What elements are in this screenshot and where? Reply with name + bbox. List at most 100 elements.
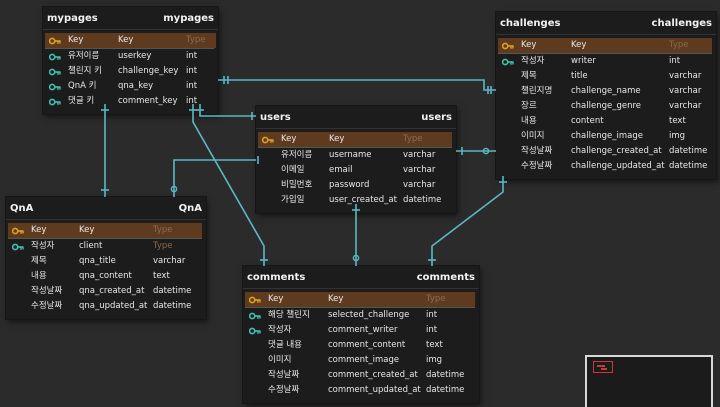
column-field[interactable]: comment_writer: [328, 325, 398, 335]
column-name[interactable]: 이미지: [268, 355, 292, 365]
column-name[interactable]: 유저이름: [68, 51, 100, 61]
column-type[interactable]: datetime: [669, 161, 708, 171]
column-row[interactable]: 수정날짜 comment_updated_at datetime: [245, 383, 475, 398]
column-row[interactable]: 이메일 email varchar: [258, 163, 452, 178]
column-name[interactable]: Key: [28, 223, 76, 238]
column-field[interactable]: content: [571, 116, 604, 126]
column-name[interactable]: 챌린지명: [521, 86, 553, 96]
column-type[interactable]: int: [186, 81, 198, 91]
column-type[interactable]: text: [426, 340, 443, 350]
column-type[interactable]: datetime: [153, 301, 192, 311]
column-type[interactable]: text: [669, 116, 686, 126]
column-field[interactable]: title: [571, 71, 588, 81]
column-row[interactable]: 내용 qna_content text: [8, 269, 202, 284]
column-field[interactable]: comment_created_at: [328, 370, 418, 380]
column-type[interactable]: varchar: [669, 86, 702, 96]
column-type[interactable]: text: [153, 271, 170, 281]
column-field[interactable]: challenge_image: [571, 131, 643, 141]
column-type[interactable]: Type: [666, 38, 712, 53]
column-row[interactable]: 작성날짜 comment_created_at datetime: [245, 368, 475, 383]
column-field[interactable]: qna_content: [79, 271, 132, 281]
column-type[interactable]: img: [426, 355, 443, 365]
column-name[interactable]: QnA 키: [68, 81, 97, 91]
column-field[interactable]: username: [329, 150, 372, 160]
column-type[interactable]: varchar: [403, 165, 436, 175]
column-row[interactable]: 댓글 키 comment_key int: [45, 94, 214, 109]
column-name[interactable]: Key: [265, 292, 325, 307]
column-type[interactable]: datetime: [153, 286, 192, 296]
column-field[interactable]: challenge_updated_at: [571, 161, 665, 171]
column-row[interactable]: QnA 키 qna_key int: [45, 79, 214, 94]
column-name[interactable]: 장르: [521, 101, 537, 111]
column-field[interactable]: challenge_genre: [571, 101, 642, 111]
column-field[interactable]: comment_updated_at: [328, 385, 421, 395]
column-field[interactable]: password: [329, 180, 370, 190]
column-name[interactable]: 작성자: [521, 56, 545, 66]
column-name[interactable]: 이미지: [521, 131, 545, 141]
column-row[interactable]: 수정날짜 challenge_updated_at datetime: [498, 159, 712, 174]
column-name[interactable]: 작성자: [268, 325, 292, 335]
column-type[interactable]: datetime: [426, 370, 465, 380]
column-field[interactable]: email: [329, 165, 353, 175]
column-row[interactable]: 내용 content text: [498, 114, 712, 129]
column-name[interactable]: 이메일: [281, 165, 305, 175]
column-name[interactable]: 수정날짜: [268, 385, 300, 395]
column-field[interactable]: qna_key: [118, 81, 154, 91]
column-name[interactable]: 가입일: [281, 195, 305, 205]
column-name[interactable]: 제목: [31, 256, 47, 266]
column-field[interactable]: comment_content: [328, 340, 406, 350]
column-type[interactable]: datetime: [426, 385, 465, 395]
column-type[interactable]: varchar: [669, 71, 702, 81]
minimap-viewport[interactable]: [593, 361, 613, 373]
column-field[interactable]: comment_image: [328, 355, 400, 365]
column-row[interactable]: 이미지 comment_image img: [245, 353, 475, 368]
column-type[interactable]: int: [186, 51, 198, 61]
column-name[interactable]: 제목: [521, 71, 537, 81]
column-field[interactable]: qna_updated_at: [79, 301, 148, 311]
column-row[interactable]: 제목 title varchar: [498, 69, 712, 84]
column-field[interactable]: comment_key: [118, 96, 178, 106]
column-name[interactable]: 수정날짜: [521, 161, 553, 171]
column-name[interactable]: 내용: [31, 271, 47, 281]
column-field[interactable]: Key: [325, 292, 423, 307]
column-name[interactable]: Key: [278, 132, 326, 147]
column-type[interactable]: datetime: [403, 195, 442, 205]
column-field[interactable]: challenge_created_at: [571, 146, 662, 156]
minimap[interactable]: [585, 355, 713, 407]
column-type[interactable]: int: [186, 96, 198, 106]
column-row[interactable]: 가입일 user_created_at datetime: [258, 193, 452, 208]
column-type[interactable]: int: [186, 66, 198, 76]
column-field[interactable]: client: [79, 241, 103, 251]
column-name[interactable]: 내용: [521, 116, 537, 126]
column-name[interactable]: Key: [518, 38, 568, 53]
column-name[interactable]: 댓글 키: [68, 96, 95, 106]
column-name[interactable]: 작성날짜: [268, 370, 300, 380]
column-field[interactable]: writer: [571, 56, 596, 66]
column-row[interactable]: 작성자 writer int: [498, 53, 712, 69]
column-type[interactable]: Type: [400, 132, 452, 147]
column-type[interactable]: int: [669, 56, 681, 66]
column-type[interactable]: varchar: [403, 180, 436, 190]
column-name[interactable]: 유저이름: [281, 150, 313, 160]
column-field[interactable]: user_created_at: [329, 195, 397, 205]
column-name[interactable]: 해당 챌린지: [268, 310, 310, 320]
column-type[interactable]: varchar: [403, 150, 436, 160]
column-field[interactable]: Key: [76, 223, 150, 238]
